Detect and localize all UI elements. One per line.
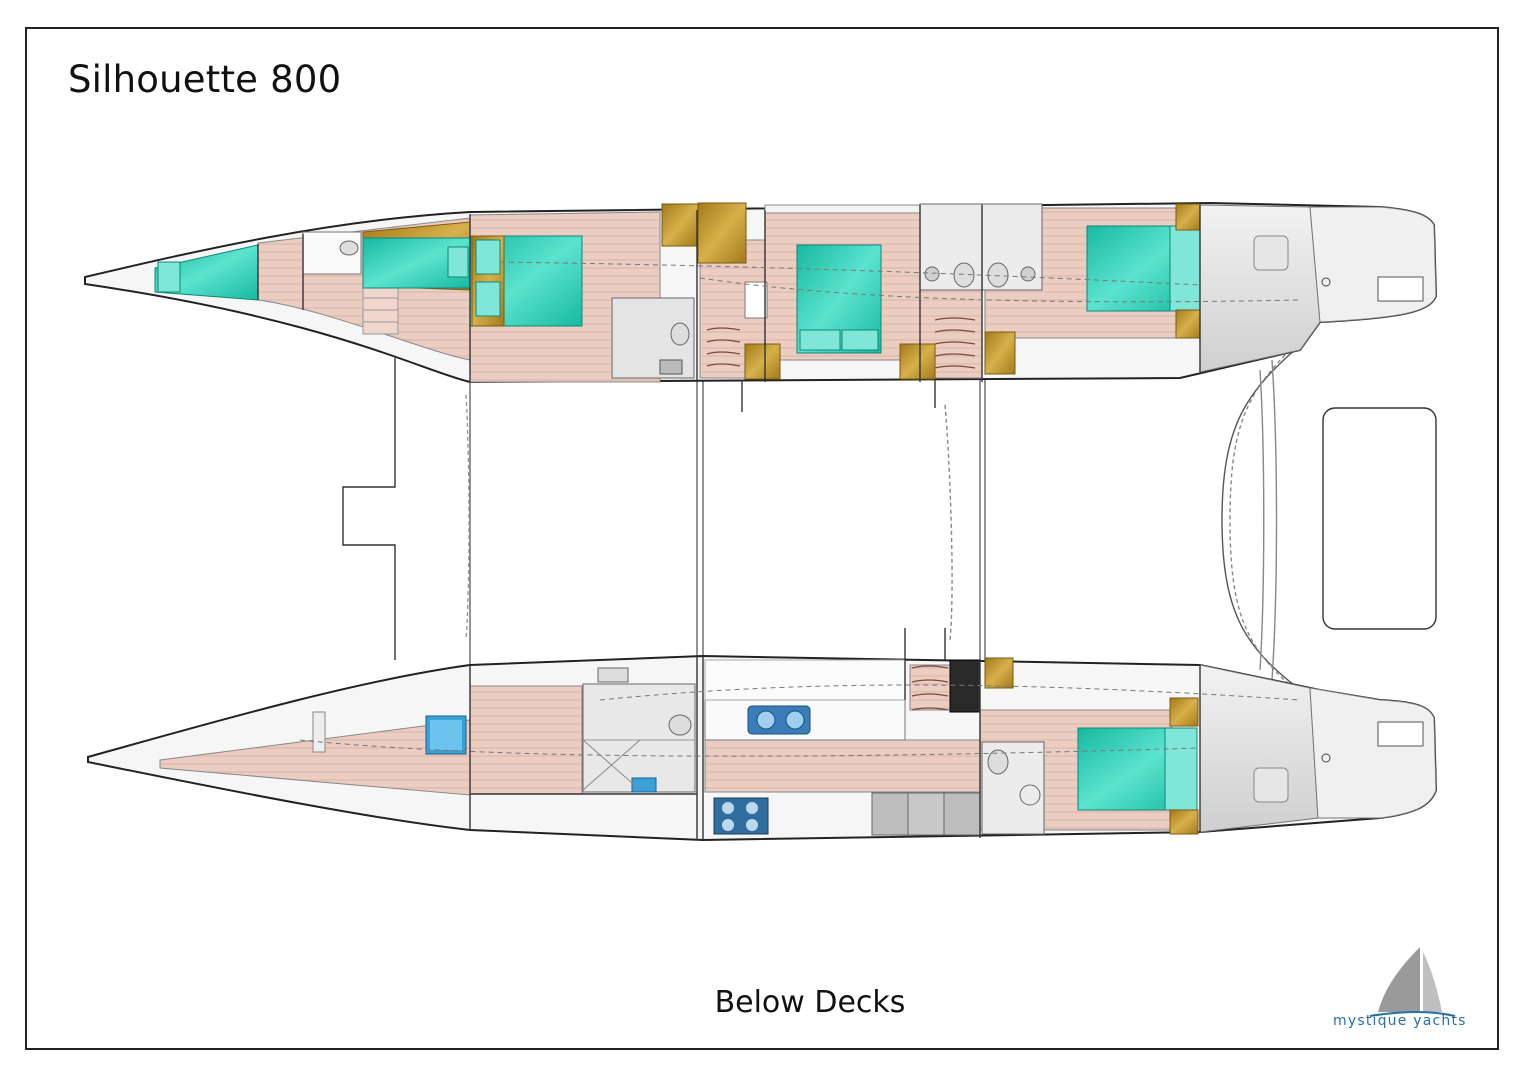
bridge-deck: [342, 344, 1437, 691]
port-hull: [87, 628, 1438, 842]
starboard-hull: [84, 201, 1438, 412]
drawing-border: [25, 27, 1499, 1050]
caption-text: Below Decks: [714, 985, 906, 1020]
page-title: Silhouette 800: [68, 58, 342, 101]
brand-wordmark: mystique yachts: [1333, 1013, 1467, 1029]
drawing-caption: Below Decks: [0, 985, 1528, 1020]
sail-logo-icon: [1369, 947, 1456, 1017]
